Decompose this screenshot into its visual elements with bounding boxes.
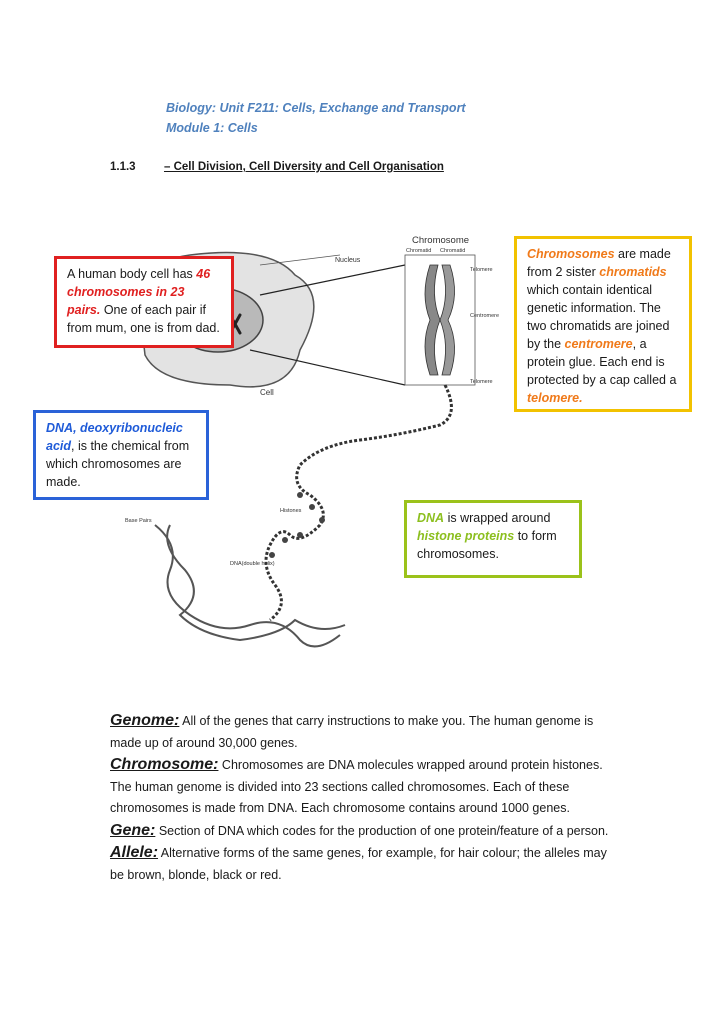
module-title: Module 1: Cells bbox=[166, 118, 466, 138]
section-title: – Cell Division, Cell Diversity and Cell… bbox=[164, 161, 444, 173]
label-chromatid-1: Chromatid bbox=[406, 248, 431, 254]
dna-box: DNA, deoxyribonucleic acid, is the chemi… bbox=[33, 410, 209, 500]
section-number: 1.1.3 bbox=[110, 161, 136, 173]
label-histones: Histones bbox=[280, 508, 302, 514]
label-telomere-bottom: Telomere bbox=[470, 379, 493, 385]
chromosomes-box: Chromosomes are made from 2 sister chrom… bbox=[514, 236, 692, 412]
histone-box: DNA is wrapped around histone proteins t… bbox=[404, 500, 582, 578]
chromosomes-term: Chromosomes bbox=[527, 247, 615, 261]
label-base-pairs: Base Pairs bbox=[125, 518, 152, 524]
label-cell: Cell bbox=[260, 388, 274, 397]
label-telomere-top: Telomere bbox=[470, 267, 493, 273]
definition-gene: Gene: Section of DNA which codes for the… bbox=[110, 820, 620, 843]
chromatids-term: chromatids bbox=[599, 265, 666, 279]
section-heading: 1.1.3 – Cell Division, Cell Diversity an… bbox=[110, 161, 444, 173]
unit-title: Biology: Unit F211: Cells, Exchange and … bbox=[166, 98, 466, 118]
label-dna-helix: DNA(double helix) bbox=[230, 561, 275, 567]
diagram-title: Chromosome bbox=[412, 235, 469, 246]
human-cell-box: A human body cell has 46 chromosomes in … bbox=[54, 256, 234, 348]
histone-beads bbox=[269, 492, 325, 558]
label-chromatid-2: Chromatid bbox=[440, 248, 465, 254]
dna-label: DNA bbox=[417, 511, 444, 525]
telomere-term: telomere. bbox=[527, 391, 583, 405]
definition-genome: Genome: All of the genes that carry inst… bbox=[110, 710, 620, 754]
definitions: Genome: All of the genes that carry inst… bbox=[110, 710, 620, 886]
centromere-term: centromere bbox=[565, 337, 633, 351]
header: Biology: Unit F211: Cells, Exchange and … bbox=[166, 98, 466, 138]
label-nucleus: Nucleus bbox=[335, 257, 361, 264]
definition-chromosome: Chromosome: Chromosomes are DNA molecule… bbox=[110, 754, 620, 820]
label-centromere: Centromere bbox=[470, 313, 499, 319]
definition-allele: Allele: Alternative forms of the same ge… bbox=[110, 842, 620, 886]
histone-proteins-term: histone proteins bbox=[417, 529, 514, 543]
